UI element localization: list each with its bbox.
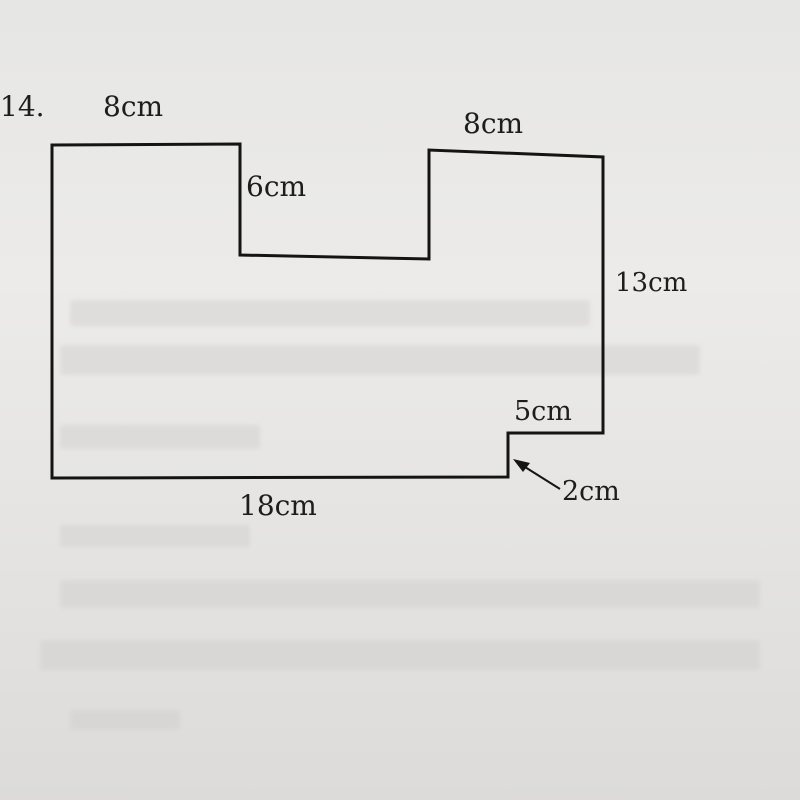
bleed-through-mark <box>60 580 760 608</box>
arrowhead <box>513 459 530 472</box>
bleed-through-mark <box>60 345 700 375</box>
right-side-length-label: 13cm <box>615 268 688 298</box>
bottom-length-label: 18cm <box>239 489 317 522</box>
bleed-through-mark <box>70 710 180 730</box>
step-height-label: 2cm <box>562 476 620 507</box>
step-width-label: 5cm <box>514 396 572 427</box>
bleed-through-mark <box>60 525 250 547</box>
top-left-length-label: 8cm <box>103 90 164 123</box>
bleed-through-mark <box>40 640 760 670</box>
notch-depth-label: 6cm <box>246 170 307 203</box>
bleed-through-mark <box>70 300 590 326</box>
problem-number: 14. <box>0 90 45 123</box>
shape-outline <box>50 142 605 480</box>
top-right-length-label: 8cm <box>463 107 524 140</box>
bleed-through-mark <box>60 425 260 449</box>
